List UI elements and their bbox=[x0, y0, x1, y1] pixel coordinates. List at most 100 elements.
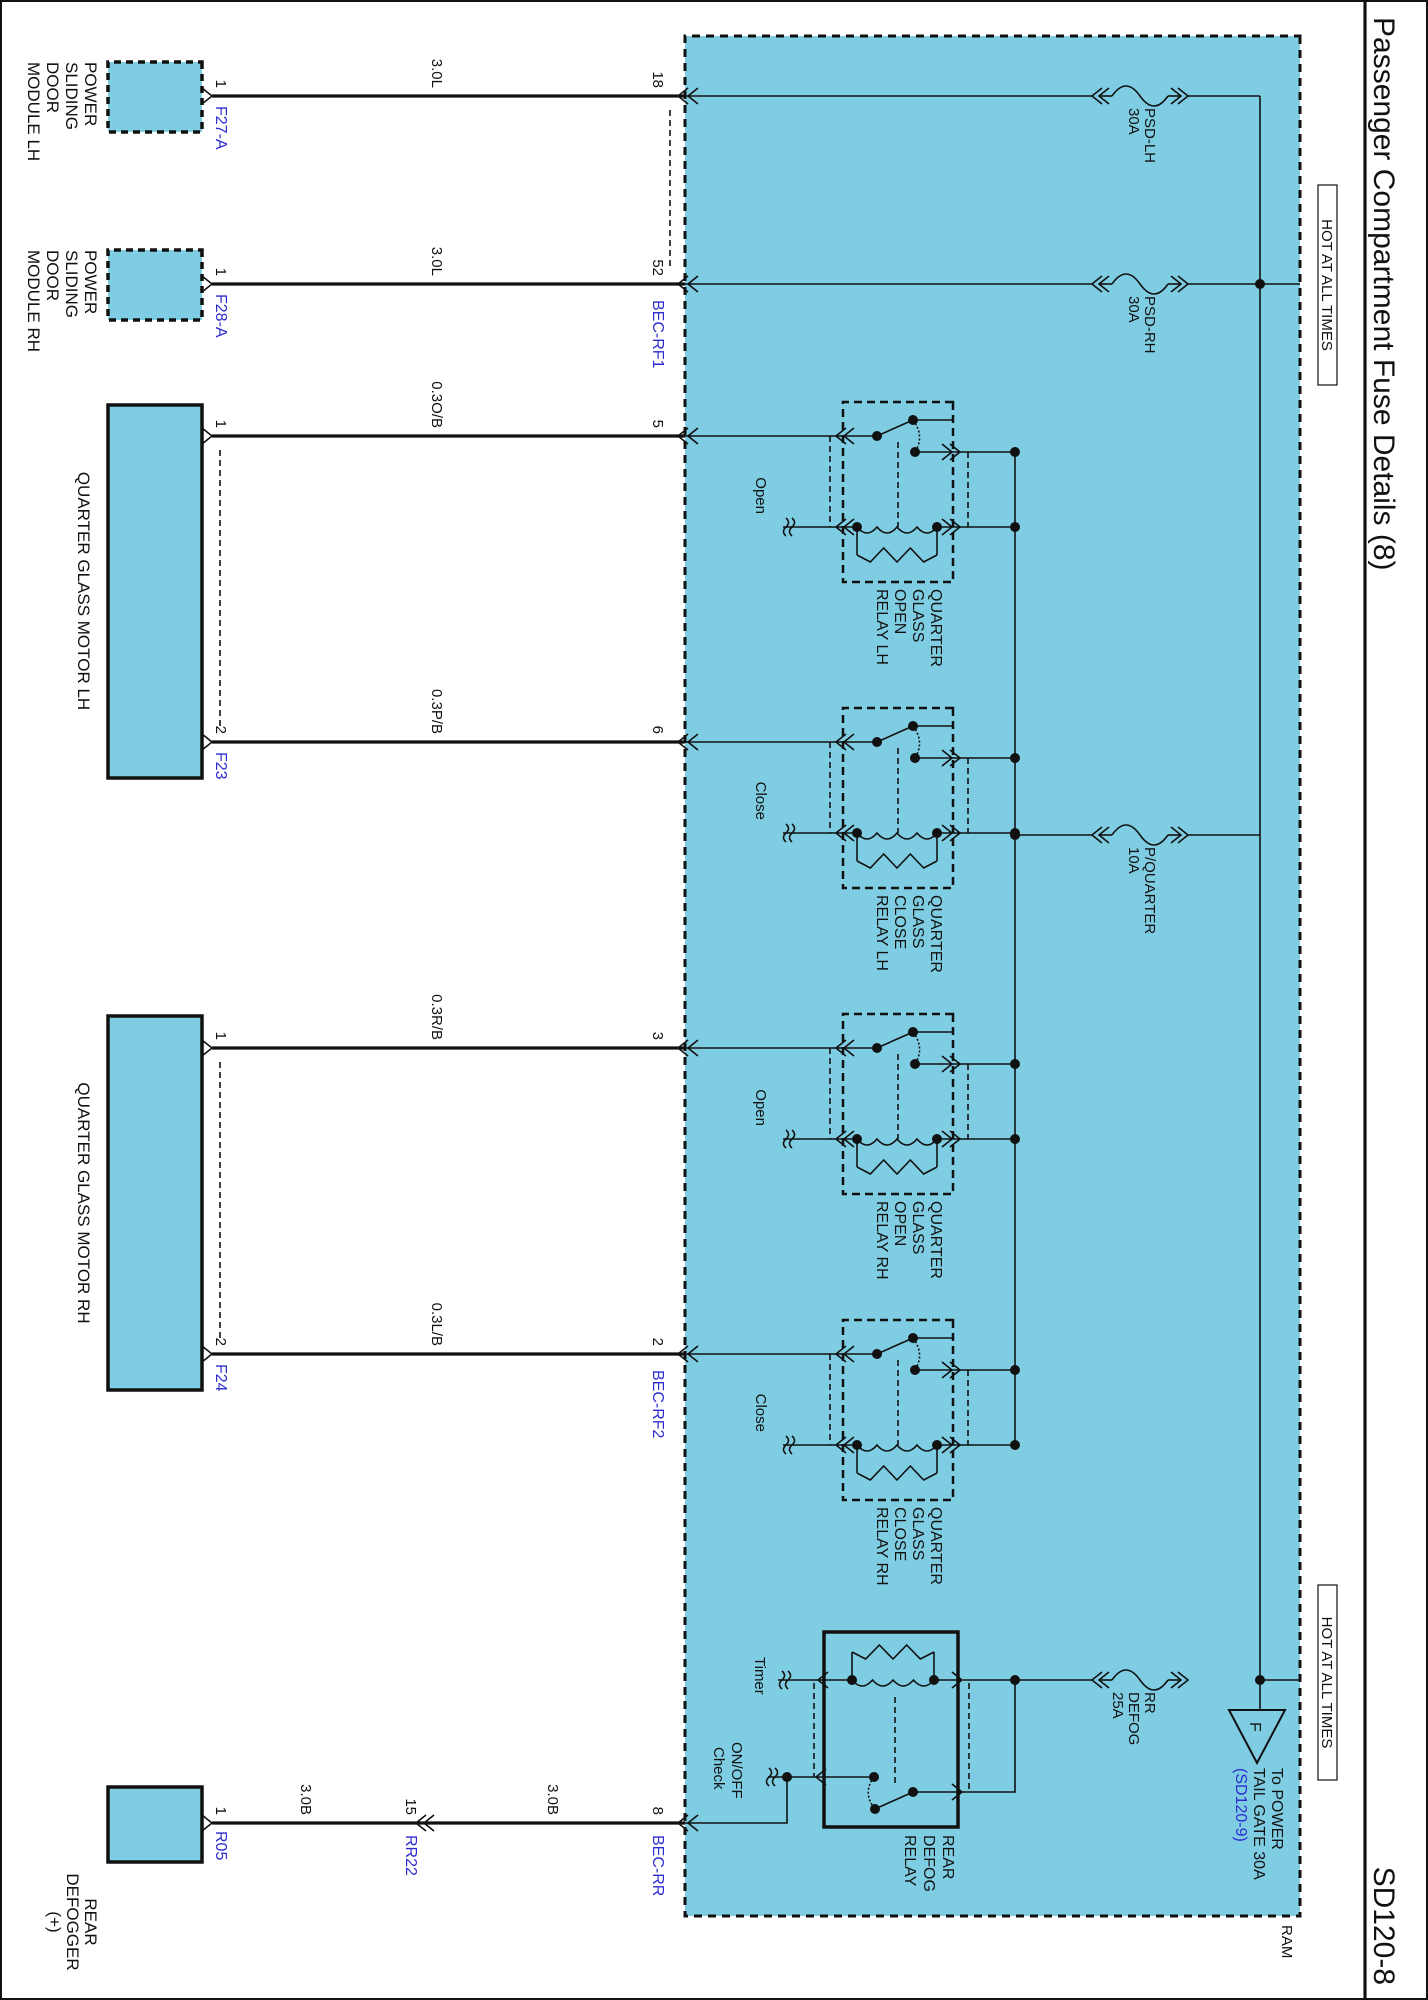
component-label: POWER bbox=[81, 250, 100, 314]
connector-icon bbox=[201, 733, 214, 751]
fuse-name-label: P/QUARTER bbox=[1141, 847, 1158, 934]
fuse-name-label: PSD-RH bbox=[1141, 296, 1158, 354]
relay-name-label: RELAY LH bbox=[873, 895, 890, 971]
connector-icon bbox=[949, 824, 962, 842]
connector-icon bbox=[676, 1345, 689, 1363]
wire-continuation-icon bbox=[782, 1129, 796, 1149]
relay-contact-travel bbox=[912, 1031, 921, 1065]
connector-icon bbox=[686, 427, 699, 445]
component-label: DOOR bbox=[43, 62, 62, 113]
relay-coil-icon bbox=[856, 831, 938, 840]
open-relay-lh-box bbox=[841, 400, 955, 584]
connector-icon bbox=[941, 1055, 954, 1073]
offpage-label: To POWER bbox=[1268, 1768, 1285, 1850]
relay-name-label: OPEN bbox=[891, 589, 908, 634]
diagram-title: Passenger Compartment Fuse Details (8) bbox=[1367, 17, 1400, 571]
component-connector-id: R05 bbox=[212, 1831, 229, 1860]
relay-name-label: QUARTER bbox=[927, 895, 944, 973]
connector-icon bbox=[842, 733, 855, 751]
connector-icon bbox=[842, 1039, 855, 1057]
component-label: POWER bbox=[81, 62, 100, 126]
connector-icon bbox=[949, 1055, 962, 1073]
connector-icon bbox=[201, 1814, 214, 1832]
wire bbox=[913, 1680, 1016, 1793]
wire-spec-label: 3.0B bbox=[544, 1784, 561, 1815]
component-box bbox=[106, 1785, 204, 1864]
connector-icon bbox=[1177, 87, 1190, 105]
component-pin-number: 1 bbox=[212, 80, 229, 88]
component-connector-id: F23 bbox=[212, 752, 229, 780]
wire-continuation-icon bbox=[782, 1435, 796, 1455]
relay-name-label: GLASS bbox=[909, 1201, 926, 1254]
connector-icon bbox=[842, 1345, 855, 1363]
wire-spec-label: 0.3L/B bbox=[428, 1303, 445, 1346]
connector-icon bbox=[201, 427, 214, 445]
hot-at-all-times-label: HOT AT ALL TIMES bbox=[1318, 1617, 1335, 1749]
connector-icon bbox=[941, 1130, 954, 1148]
relay-name-label: REAR bbox=[939, 1835, 956, 1879]
component-label: DEFOGGER bbox=[63, 1873, 82, 1970]
component-label: SLIDING bbox=[62, 250, 81, 318]
hot-at-all-times-label: HOT AT ALL TIMES bbox=[1318, 219, 1335, 351]
connector-icon bbox=[676, 427, 689, 445]
box-pin-number: 2 bbox=[649, 1338, 666, 1346]
box-connector-id: BEC-RR bbox=[649, 1835, 666, 1896]
connector-icon bbox=[949, 518, 962, 536]
relay-name-label: DEFOG bbox=[920, 1835, 937, 1892]
relay-name-label: GLASS bbox=[909, 895, 926, 948]
connector-icon bbox=[686, 733, 699, 751]
wire bbox=[685, 1777, 788, 1824]
connector-icon bbox=[201, 275, 214, 293]
fuse-icon bbox=[1111, 1669, 1169, 1691]
hot-at-all-times-box bbox=[1317, 184, 1338, 386]
relay-switch-arm bbox=[876, 1031, 914, 1049]
relay-name-label: QUARTER bbox=[927, 589, 944, 667]
relay-check-label: ON/OFF bbox=[728, 1742, 745, 1799]
connector-icon bbox=[834, 1345, 847, 1363]
connector-icon bbox=[676, 87, 689, 105]
fuse-name-label: PSD-LH bbox=[1141, 108, 1158, 163]
connector-icon bbox=[834, 518, 847, 536]
connector-icon bbox=[842, 1436, 855, 1454]
connector-icon bbox=[201, 1039, 214, 1057]
wire-continuation-icon bbox=[782, 517, 796, 537]
component-label: MODULE LH bbox=[24, 62, 43, 161]
wire-continuation-icon bbox=[778, 1670, 792, 1690]
relay-name-label: QUARTER bbox=[927, 1507, 944, 1585]
relay-coil-icon bbox=[856, 1137, 938, 1146]
component-connector-id: F27-A bbox=[212, 106, 229, 150]
connector-icon bbox=[834, 427, 847, 445]
component-box bbox=[106, 248, 204, 322]
fuse-rating-label: 10A bbox=[1125, 847, 1142, 874]
relay-name-label: GLASS bbox=[909, 589, 926, 642]
ram-label: RAM bbox=[1278, 1925, 1295, 1958]
component-label: REAR bbox=[81, 1898, 100, 1945]
fuse-rating-label: 30A bbox=[1125, 108, 1142, 135]
relay-check-label: Check bbox=[710, 1747, 727, 1790]
connector-icon bbox=[201, 87, 214, 105]
connector-icon bbox=[949, 1361, 962, 1379]
wire-continuation-icon bbox=[782, 823, 796, 843]
relay-control-label: Open bbox=[752, 477, 769, 514]
connector-icon bbox=[816, 1671, 829, 1689]
relay-name-label: OPEN bbox=[891, 1201, 908, 1246]
component-pin-number: 1 bbox=[212, 1807, 229, 1815]
connector-icon bbox=[941, 443, 954, 461]
fuse-icon bbox=[1111, 85, 1169, 107]
connector-icon bbox=[1177, 1671, 1190, 1689]
relay-control-label: Close bbox=[752, 782, 769, 820]
resistor-icon bbox=[856, 1464, 938, 1482]
relay-name-label: CLOSE bbox=[891, 1507, 908, 1561]
open-relay-rh-box bbox=[841, 1012, 955, 1196]
wire-spec-label: 3.0L bbox=[428, 59, 445, 88]
connector-icon bbox=[834, 733, 847, 751]
page-code: SD120-8 bbox=[1367, 1867, 1400, 1985]
connector-icon bbox=[686, 275, 699, 293]
relay-control-label: Open bbox=[752, 1089, 769, 1126]
box-pin-number: 8 bbox=[649, 1807, 666, 1815]
component-label: SLIDING bbox=[62, 62, 81, 130]
relay-contact-travel bbox=[912, 419, 921, 453]
component-pin-number: 1 bbox=[212, 268, 229, 276]
connector-icon bbox=[941, 749, 954, 767]
